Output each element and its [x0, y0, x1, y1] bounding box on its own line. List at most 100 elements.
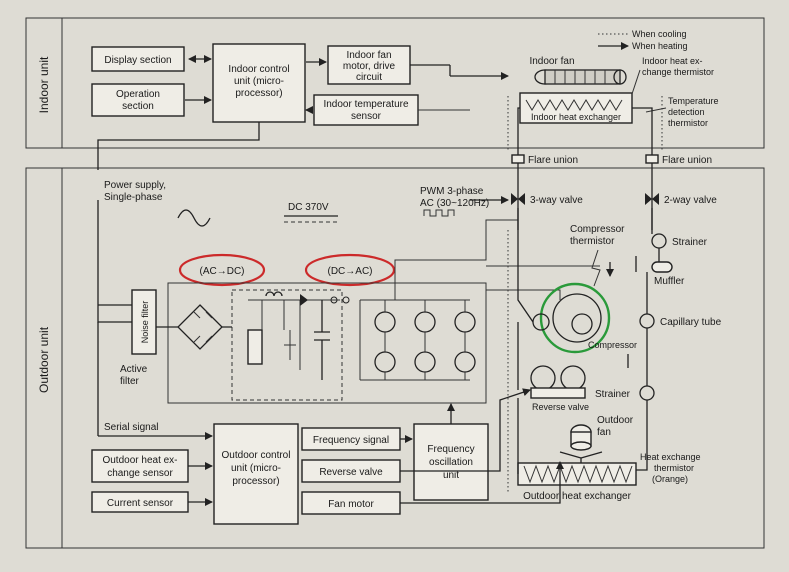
- inverter-board: [167, 282, 487, 404]
- indoor-fan-motor-line1: Indoor fan: [346, 50, 391, 61]
- strainer-bottom-label: Strainer: [595, 389, 631, 400]
- indoor-control-line1: Indoor control: [228, 64, 289, 75]
- outdoor-hx-thermistor-line2: thermistor: [654, 463, 694, 473]
- active-filter-line2: filter: [120, 376, 140, 387]
- temp-detection-line2: detection: [668, 107, 705, 117]
- flare-union-right-icon: [645, 154, 659, 164]
- active-filter-line1: Active: [120, 364, 148, 375]
- compressor-thermistor-line2: thermistor: [570, 236, 615, 247]
- fan-motor-label: Fan motor: [328, 499, 374, 510]
- hx-thermistor-pointer: [631, 69, 641, 95]
- compressor-icon: [552, 293, 602, 343]
- indoor-fan-icon: [534, 69, 627, 85]
- indoor-hx-thermistor-line2: change thermistor: [642, 67, 714, 77]
- dc-ac-highlight: [304, 253, 396, 287]
- indoor-serial-line: [97, 122, 260, 170]
- strainer-top-icon: [651, 233, 667, 249]
- indoor-fan-label: Indoor fan: [529, 56, 574, 67]
- two-way-valve-icon: [645, 193, 659, 205]
- reverse-valve-control-arrow: [400, 388, 531, 472]
- capillary-tube-icon: [639, 313, 655, 329]
- outdoor-hx-sensor-line1: Outdoor heat ex-: [102, 455, 177, 466]
- inverter-transistors: [359, 299, 476, 381]
- outdoor-control-line1: Outdoor control: [222, 450, 291, 461]
- left-refrigerant-pipe: [517, 107, 520, 230]
- flare-union-left-icon: [511, 154, 525, 164]
- outdoor-hx-sensor-line2: change sensor: [107, 468, 173, 479]
- outdoor-hx-thermistor-line1: Heat exchange: [640, 452, 701, 462]
- operation-section-line1: Operation: [116, 89, 160, 100]
- strainer-bottom-icon: [639, 385, 655, 401]
- display-section-box: [91, 46, 185, 72]
- display-section-label: Display section: [104, 55, 171, 66]
- operation-section-box: [91, 83, 185, 117]
- outdoor-control-line2: unit (micro-: [231, 463, 281, 474]
- left-refrigerant-path: [517, 208, 534, 390]
- smoothing-capacitor-icon: [314, 300, 330, 380]
- frequency-oscillation-box: [413, 423, 489, 501]
- inverter-compressor-wiring: [486, 289, 561, 300]
- outdoor-hx-coil: [523, 464, 633, 484]
- outdoor-fan-icon: [559, 424, 603, 468]
- fan-motor-control-arrow: [400, 461, 564, 504]
- terminal-icon: [330, 296, 338, 304]
- flare-union-right-label: Flare union: [662, 155, 712, 166]
- indoor-hx-label: Indoor heat exchanger: [531, 112, 621, 122]
- compressor-thermistor-line1: Compressor: [570, 224, 625, 235]
- inductor-icon: [265, 291, 283, 297]
- ac-dc-highlight: [178, 253, 266, 287]
- ac-sine-icon: [177, 209, 211, 227]
- outdoor-unit-frame: [25, 167, 765, 549]
- frequency-signal-label: Frequency signal: [313, 435, 389, 446]
- freq-osc-line2: oscillation: [429, 457, 473, 468]
- indoor-temp-sensor-line1: Indoor temperature: [323, 99, 408, 110]
- operation-section-line2: section: [122, 101, 154, 112]
- active-filter-region: [231, 289, 343, 401]
- outdoor-unit-label: Outdoor unit: [37, 326, 51, 393]
- pwm-line1: PWM 3-phase: [420, 186, 484, 197]
- power-supply-line: [97, 200, 132, 323]
- legend-heating-label: When heating: [632, 41, 688, 51]
- serial-signal-label: Serial signal: [104, 422, 158, 433]
- outdoor-hx-label: Outdoor heat exchanger: [523, 491, 632, 502]
- rectifier-diodes: [193, 311, 213, 343]
- three-way-valve-icon: [511, 193, 525, 205]
- ac-dc-label: (AC→DC): [200, 266, 245, 277]
- indoor-control-unit-box: [212, 43, 306, 123]
- capillary-tube-label: Capillary tube: [660, 317, 722, 328]
- pwm-waveform-icon: [423, 209, 455, 217]
- temp-detection-line3: thermistor: [668, 118, 708, 128]
- indoor-temp-sensor-line2: sensor: [351, 111, 382, 122]
- power-supply-line2: Single-phase: [104, 192, 163, 203]
- indoor-temp-sensor-box: [313, 94, 419, 126]
- muffler-label: Muffler: [654, 276, 685, 287]
- compressor-thermistor-pointer: [591, 249, 601, 287]
- active-filter-wiring: [248, 299, 340, 370]
- three-way-valve-label: 3-way valve: [530, 195, 583, 206]
- muffler-icon: [651, 261, 673, 273]
- resistor-icon: [247, 329, 263, 365]
- power-supply-line1: Power supply,: [104, 180, 166, 191]
- reverse-valve-icon: [530, 365, 586, 399]
- strainer-top-label: Strainer: [672, 237, 708, 248]
- two-way-valve-label: 2-way valve: [664, 195, 717, 206]
- indoor-unit-frame: [25, 17, 765, 149]
- current-sensor-label: Current sensor: [107, 498, 174, 509]
- pwm-line2: AC (30~120Hz): [420, 198, 489, 209]
- legend: When cooling When heating: [598, 29, 688, 51]
- indoor-unit-label: Indoor unit: [37, 56, 51, 113]
- outdoor-hx-thermistor-line3: (Orange): [652, 474, 688, 484]
- indoor-fan-motor-line2: motor, drive: [343, 61, 396, 72]
- diode-icon: [300, 294, 308, 306]
- transistor-icon: [284, 330, 296, 360]
- compressor-label: Compressor: [588, 340, 637, 350]
- compressor-highlight: [539, 282, 611, 354]
- outdoor-control-line3: processor): [232, 476, 279, 487]
- indoor-fan-motor-line3: circuit: [356, 72, 382, 83]
- inverter-output-wiring: [394, 219, 518, 300]
- right-refrigerant-path: [636, 208, 660, 471]
- reverse-valve-label: Reverse valve: [532, 402, 589, 412]
- legend-cooling-label: When cooling: [632, 29, 687, 39]
